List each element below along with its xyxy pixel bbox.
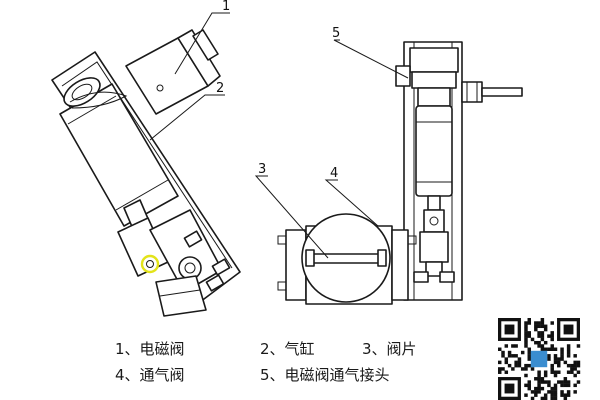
callout-1: 1 bbox=[222, 0, 230, 14]
left-plate-inner-edge bbox=[61, 61, 233, 269]
bracket-bolt-mid bbox=[211, 258, 231, 276]
legend-item-valve-disc: 3、阀片 bbox=[362, 340, 417, 358]
left-view bbox=[51, 29, 241, 317]
callout-4: 4 bbox=[330, 166, 338, 181]
legend-item-cylinder: 2、气缸 bbox=[260, 340, 315, 358]
side-rod bbox=[481, 87, 523, 97]
fitting-body bbox=[411, 71, 457, 89]
bracket-bolt-low bbox=[205, 274, 225, 292]
callout-2: 2 bbox=[216, 81, 224, 96]
callout-5: 5 bbox=[332, 26, 340, 41]
lower-coupling bbox=[419, 231, 449, 263]
highlighted-pin bbox=[140, 254, 160, 274]
pipe-right-flange bbox=[391, 229, 409, 301]
valve-disc bbox=[309, 253, 383, 264]
legend-item-solenoid-vent-fitting: 5、电磁阀通气接头 bbox=[260, 366, 390, 384]
qr-code-badge bbox=[498, 318, 581, 400]
qr-code-icon bbox=[498, 318, 581, 400]
upper-cylinder-head bbox=[417, 87, 451, 107]
hex-nut bbox=[461, 81, 483, 103]
solenoid-connector bbox=[192, 29, 219, 61]
vertical-clevis bbox=[423, 209, 445, 233]
right-mounting-plate bbox=[403, 41, 463, 301]
legend: 1、电磁阀 2、气缸 3、阀片 4、通气阀 5、电磁阀通气接头 bbox=[115, 340, 417, 384]
top-block bbox=[409, 47, 459, 73]
cylinder-rear-cap bbox=[63, 77, 101, 107]
legend-item-solenoid-valve: 1、电磁阀 bbox=[115, 340, 185, 358]
callout-3: 3 bbox=[258, 162, 266, 177]
bracket-bolt-top bbox=[183, 230, 203, 248]
left-valve-flange bbox=[155, 275, 207, 317]
callout-leaders bbox=[149, 12, 409, 259]
coupling-nut bbox=[425, 261, 443, 277]
legend-item-vent-valve: 4、通气阀 bbox=[115, 366, 185, 384]
vent-fitting bbox=[395, 65, 411, 87]
right-view bbox=[277, 41, 523, 305]
lever-pivot bbox=[178, 256, 202, 280]
vertical-rod bbox=[427, 195, 441, 211]
tie-chain bbox=[69, 91, 128, 109]
